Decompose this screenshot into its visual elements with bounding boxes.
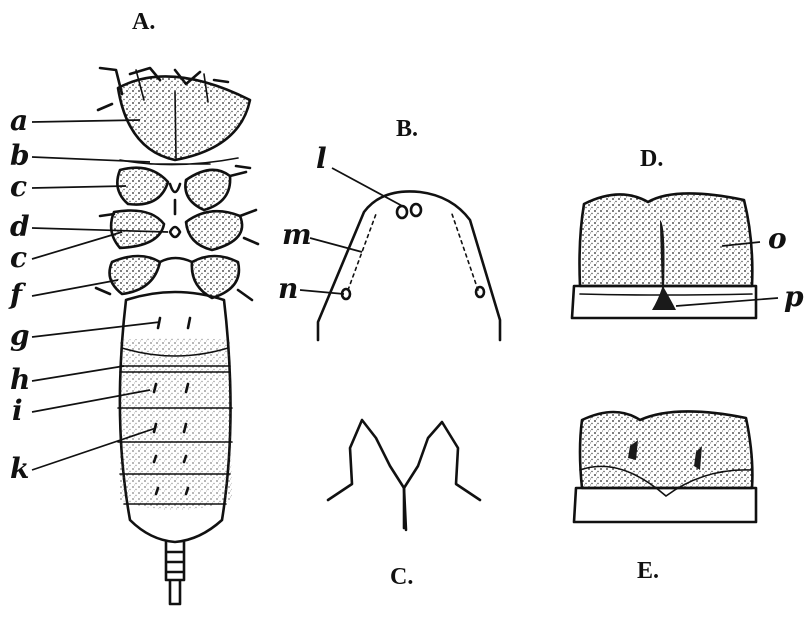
- figure-c-process: [328, 420, 480, 530]
- label-i: i: [12, 394, 23, 427]
- panel-label-c: C.: [390, 564, 413, 590]
- figure-e-segment: [574, 411, 756, 522]
- leader-l: [332, 168, 406, 208]
- label-c-mesothorax: c: [10, 241, 27, 274]
- label-l: l: [316, 142, 327, 175]
- panel-label-b: B.: [396, 116, 418, 142]
- leader-n: [300, 290, 344, 294]
- label-h: h: [10, 363, 30, 396]
- figure-a-insect: [96, 68, 258, 604]
- leader-m: [310, 238, 362, 252]
- label-b: b: [10, 139, 30, 172]
- figure-b-outline: [318, 191, 500, 340]
- figure-d-segment: [572, 193, 756, 318]
- label-p: p: [784, 280, 804, 313]
- label-f: f: [8, 278, 27, 311]
- label-a: a: [10, 104, 28, 137]
- label-m: m: [282, 218, 312, 251]
- panel-label-a: A.: [132, 9, 155, 35]
- panel-label-d: D.: [640, 146, 663, 172]
- label-k: k: [10, 452, 29, 485]
- label-c-prothorax: c: [10, 170, 27, 203]
- leader-p: [676, 298, 778, 306]
- panel-label-e: E.: [637, 558, 659, 584]
- label-d: d: [10, 210, 30, 243]
- label-g: g: [10, 319, 30, 352]
- label-n: n: [278, 272, 298, 305]
- label-o: o: [768, 222, 787, 255]
